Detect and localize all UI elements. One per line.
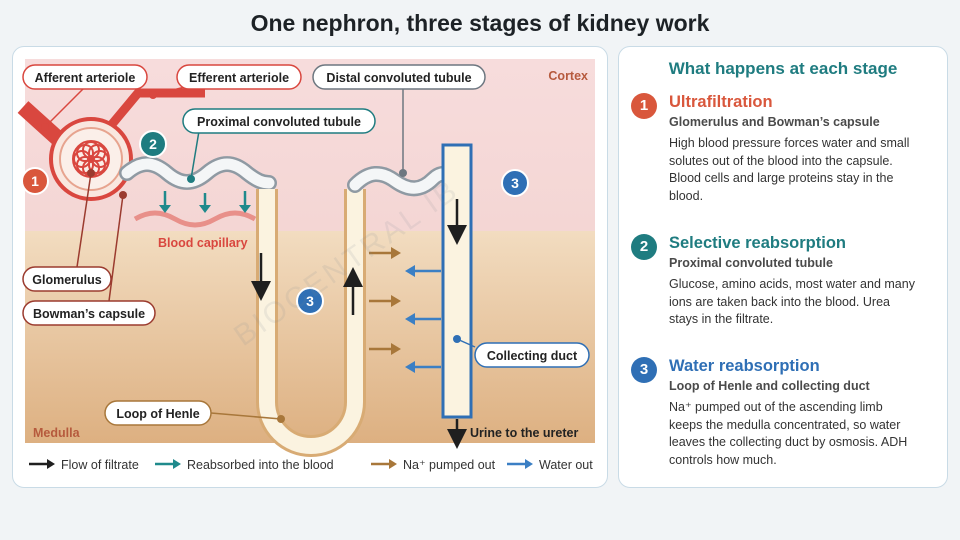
cortex-label: Cortex [548, 69, 588, 83]
svg-text:3: 3 [511, 175, 519, 191]
collecting-duct [441, 143, 473, 419]
stages-panel: What happens at each stage 1 Ultrafiltra… [618, 46, 948, 488]
stage-name: Ultrafiltration [669, 93, 773, 111]
efferent-arteriole [104, 88, 205, 132]
legend-water: Water out [507, 458, 593, 472]
label-glomerulus: Glomerulus [22, 266, 112, 292]
svg-text:1: 1 [31, 173, 39, 189]
stage-description: Glucose, amino acids, most water and man… [669, 277, 915, 326]
nephron-diagram: Cortex Medulla [17, 59, 595, 472]
medulla-label: Medulla [33, 426, 81, 440]
svg-text:Loop of Henle: Loop of Henle [116, 407, 199, 421]
stages-heading: What happens at each stage [668, 59, 898, 78]
svg-text:Na⁺ pumped out: Na⁺ pumped out [403, 458, 496, 472]
legend-sodium: Na⁺ pumped out [371, 458, 496, 472]
stage-location: Proximal convoluted tubule [669, 256, 833, 270]
label-bowmans-capsule: Bowman’s capsule [22, 300, 156, 326]
blood-capillary [133, 210, 257, 228]
svg-text:Water out: Water out [539, 458, 593, 472]
svg-text:2: 2 [149, 136, 157, 152]
svg-text:Efferent arteriole: Efferent arteriole [189, 71, 289, 85]
filtrate-flow-arrows [251, 199, 467, 449]
svg-text:Flow of filtrate: Flow of filtrate [61, 458, 139, 472]
stage-water-reabsorption: 3 Water reabsorption Loop of Henle and c… [631, 357, 941, 482]
label-loop-of-henle: Loop of Henle [104, 400, 212, 426]
stage-number-badge: 3 [631, 357, 657, 383]
label-proximal-tubule: Proximal convoluted tubule [182, 108, 376, 134]
badge-stage-1: 1 [21, 167, 49, 195]
svg-text:Reabsorbed into the blood: Reabsorbed into the blood [187, 458, 334, 472]
badge-stage-3-duct: 3 [501, 169, 529, 197]
label-efferent-arteriole: Efferent arteriole [176, 64, 302, 90]
stage-number-badge: 1 [631, 93, 657, 119]
legend-reabsorbed: Reabsorbed into the blood [155, 458, 334, 472]
label-distal-tubule: Distal convoluted tubule [312, 64, 486, 90]
svg-text:Glomerulus: Glomerulus [32, 273, 102, 287]
leader-lines [41, 86, 476, 423]
glomerulus [72, 140, 110, 178]
stage-number-badge: 2 [631, 234, 657, 260]
stage-ultrafiltration: 1 Ultrafiltration Glomerulus and Bowman’… [631, 93, 941, 223]
stage-selective-reabsorption: 2 Selective reabsorption Proximal convol… [631, 234, 941, 344]
stage-name: Selective reabsorption [669, 234, 846, 252]
sodium-arrows [369, 247, 401, 355]
label-ureter: Urine to the ureter [470, 426, 578, 440]
badge-stage-3-loop: 3 [296, 287, 324, 315]
svg-text:Bowman’s capsule: Bowman’s capsule [33, 307, 145, 321]
svg-text:Proximal convoluted tubule: Proximal convoluted tubule [197, 115, 361, 129]
stage-location: Loop of Henle and collecting duct [669, 379, 870, 393]
page-title: One nephron, three stages of kidney work [250, 10, 710, 36]
svg-text:Collecting duct: Collecting duct [487, 349, 578, 363]
diagram-panel: Cortex Medulla [12, 46, 608, 488]
badge-stage-2: 2 [139, 130, 167, 158]
legend: Flow of filtrate Reabsorbed into the blo… [29, 458, 593, 472]
stage-description: Na⁺ pumped out of the ascending limb kee… [669, 400, 908, 467]
svg-text:3: 3 [306, 293, 314, 309]
stage-description: High blood pressure forces water and sma… [669, 136, 910, 203]
proximal-convoluted-tubule [119, 156, 277, 191]
water-arrows [405, 265, 441, 373]
svg-text:Distal convoluted tubule: Distal convoluted tubule [326, 71, 471, 85]
label-afferent-arteriole: Afferent arteriole [22, 64, 148, 90]
svg-text:Afferent arteriole: Afferent arteriole [35, 71, 136, 85]
label-collecting-duct: Collecting duct [474, 342, 590, 368]
legend-flow: Flow of filtrate [29, 458, 139, 472]
stage-location: Glomerulus and Bowman’s capsule [669, 115, 880, 129]
label-blood-capillary: Blood capillary [158, 236, 248, 250]
stage-name: Water reabsorption [669, 357, 820, 375]
reabsorption-arrows [159, 191, 251, 213]
